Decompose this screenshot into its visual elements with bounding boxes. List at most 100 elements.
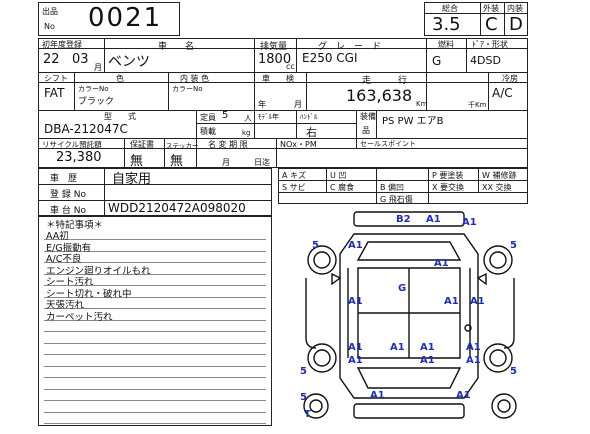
inspect-label: 車 検: [262, 74, 294, 83]
fuel-value: G: [432, 54, 442, 68]
note-item: シート汚れ: [46, 277, 94, 288]
name-change-month: 月: [222, 158, 230, 167]
capacity-value: 5: [222, 110, 229, 121]
equip-value: PS PW エアB: [382, 116, 444, 127]
sticker-value: 無: [170, 154, 184, 169]
note-item: E/G振動有: [46, 242, 92, 254]
cc-unit: cc: [286, 62, 295, 71]
total-score: 3.5: [432, 14, 461, 35]
legend-box: [278, 168, 528, 204]
note-item: エンジン廻りオイルもれ: [46, 265, 151, 277]
name-change-label: 名 変 期 限: [208, 140, 248, 149]
damage-code: A1: [390, 342, 405, 353]
inspect-month-unit: 月: [294, 100, 302, 109]
note-item: AA初: [46, 231, 69, 242]
warranty-value: 無: [130, 154, 144, 169]
car-name: ベンツ: [108, 54, 150, 70]
notes-box: [38, 216, 272, 426]
sticker-label: ステッカー: [166, 142, 199, 150]
history-box: [38, 168, 272, 216]
damage-code: A1: [426, 214, 441, 225]
shift-label: シフト: [44, 74, 68, 83]
history-label: 車 歴: [50, 174, 78, 184]
sales-point-label: セールスポイント: [360, 140, 416, 148]
legend-item: B 偏凹: [380, 183, 405, 192]
door-value: 4DSD: [470, 54, 501, 67]
lot-no-label: No: [44, 22, 55, 31]
damage-code: A1: [420, 355, 435, 366]
note-item: カーペット汚れ: [46, 311, 113, 323]
legend-item: S サビ: [282, 183, 306, 192]
model-value: DBA-212047C: [44, 122, 128, 136]
mileage-label: 走 行: [362, 76, 408, 86]
equip-label-2: 品: [362, 126, 370, 135]
reg-label: 初年度登録: [42, 40, 82, 49]
inspect-year-unit: 年: [258, 100, 266, 109]
legend-item: W 補修跡: [482, 171, 517, 180]
int-score-label: 内装: [507, 4, 523, 13]
damage-code: A1: [470, 296, 485, 307]
name-label: 車 名: [158, 42, 195, 52]
shift-value: FAT: [44, 86, 65, 100]
history-value: 自家用: [112, 172, 152, 187]
damage-code: T: [304, 409, 311, 420]
reg-month-unit: 月: [94, 63, 102, 72]
damage-code: A1: [466, 342, 481, 353]
capacity-label: 定員: [200, 113, 216, 122]
model-label: 型 式: [104, 112, 136, 121]
lot-label: 出品: [42, 7, 58, 16]
lot-number: 0021: [88, 3, 163, 33]
legend-item: A キズ: [282, 171, 307, 180]
reg-month: 03: [72, 52, 89, 67]
grade-label: グ レ ー ド: [318, 42, 382, 52]
grade-value: E250 CGI: [302, 51, 358, 65]
ac-label: 冷房: [502, 74, 518, 83]
legend-item: X 要交換: [432, 183, 465, 192]
note-item: A/C不良: [46, 254, 82, 265]
mileage-thousand-km: 千Km: [468, 101, 487, 109]
legend-item: G 飛石傷: [380, 195, 413, 204]
interior-label: 内 装 色: [180, 74, 210, 83]
ext-score-label: 外装: [483, 4, 499, 13]
damage-code: A1: [370, 390, 385, 401]
ext-score: C: [485, 14, 498, 35]
note-item: 天張汚れ: [46, 300, 85, 311]
load-unit: kg: [242, 129, 251, 137]
handle-label: ﾊﾝﾄﾞﾙ: [300, 113, 318, 121]
handle-value: 右: [306, 126, 317, 139]
color-value: ブラック: [78, 97, 115, 107]
mileage-value: 163,638: [346, 86, 413, 105]
color-no-label: カラーNo: [78, 85, 109, 93]
legend-item: P 要塗装: [432, 171, 464, 180]
damage-code: A1: [348, 355, 363, 366]
damage-code: 5: [510, 240, 517, 251]
name-change-day: 日迄: [254, 158, 270, 167]
color-label: 色: [116, 74, 124, 83]
damage-code: 5: [300, 392, 307, 403]
lot-number-box: [38, 2, 180, 36]
fuel-label: 燃料: [438, 40, 454, 49]
model-year-label: ﾓﾃﾞﾙ年: [258, 113, 279, 121]
damage-code: A1: [420, 342, 435, 353]
recycle-value: 23,380: [56, 150, 102, 165]
interior-no-label: カラーNo: [172, 85, 203, 93]
score-box: [424, 2, 528, 36]
damage-code: A1: [434, 258, 449, 269]
reg-year: 22: [43, 52, 60, 67]
nox-label: NOx・PM: [280, 140, 317, 149]
car-damage-diagram: [303, 211, 517, 419]
capacity-unit: 人: [244, 114, 252, 123]
legend-item: XX 交換: [482, 183, 512, 192]
warranty-label: 保証書: [130, 140, 154, 149]
spec-table: [38, 38, 528, 168]
damage-code: A1: [462, 217, 477, 228]
damage-code: A1: [348, 240, 363, 251]
damage-code: 5: [510, 366, 517, 377]
equip-label: 装備: [360, 112, 376, 121]
damage-code: 5: [312, 240, 319, 251]
chassis-value: WDD2120472A098020: [108, 201, 246, 215]
damage-code: B2: [396, 214, 411, 225]
damage-code: A1: [348, 296, 363, 307]
damage-code: A1: [444, 296, 459, 307]
recycle-label: リサイクル預託額: [42, 140, 102, 149]
